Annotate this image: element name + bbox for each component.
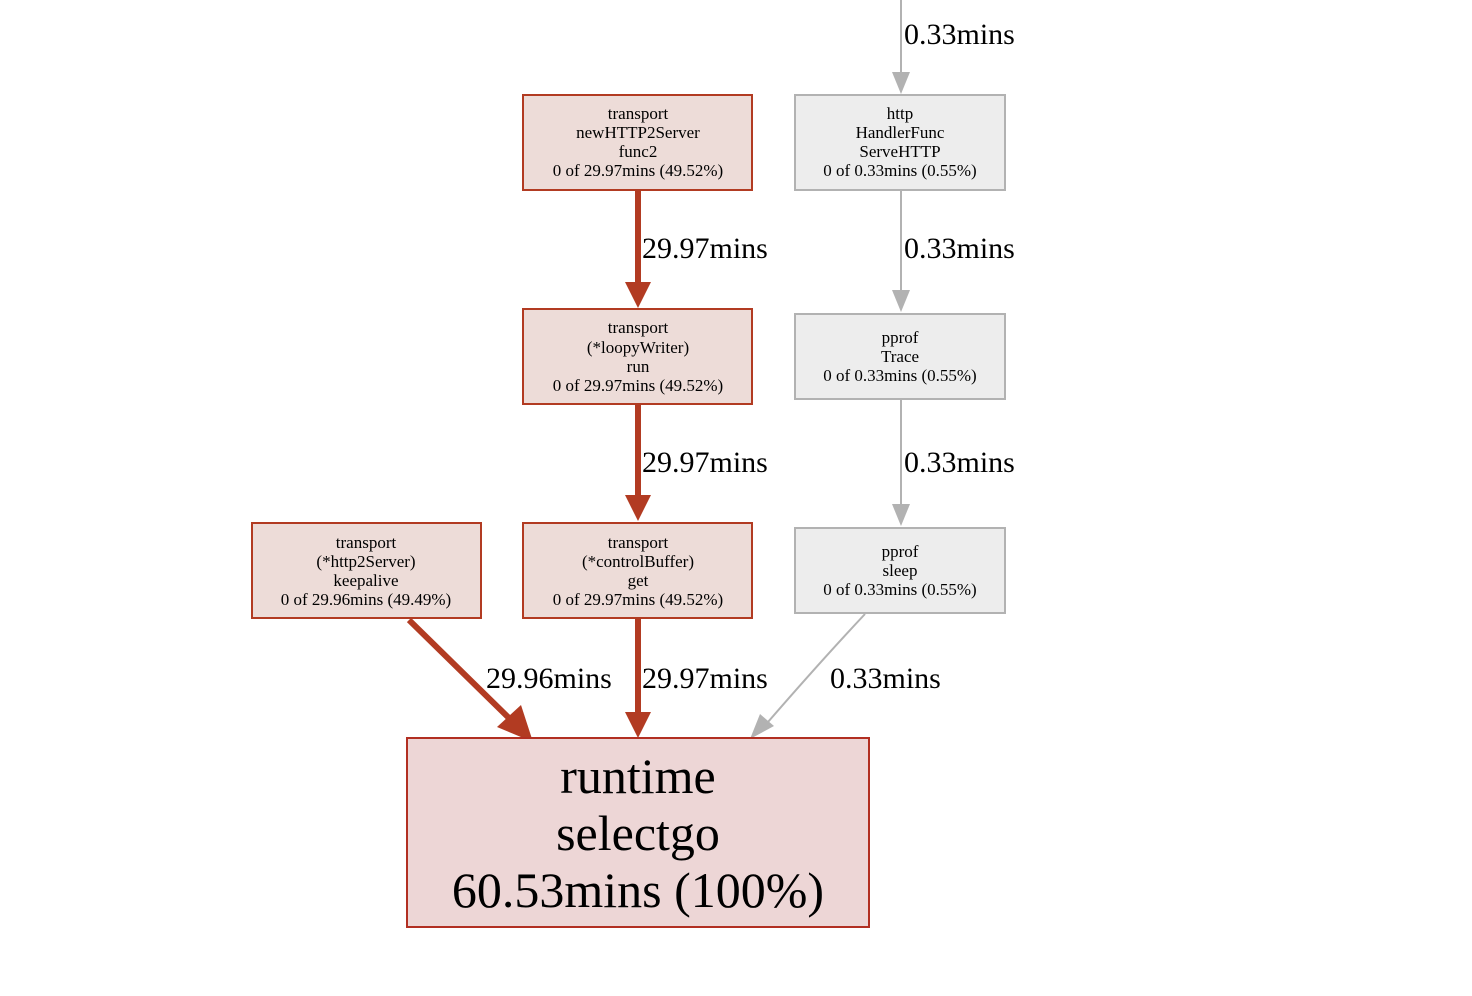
node-label-line: 0 of 29.97mins (49.52%) <box>553 161 723 180</box>
node-http2server-keepalive[interactable]: transport (*http2Server) keepalive 0 of … <box>251 522 482 619</box>
node-controlbuffer-get[interactable]: transport (*controlBuffer) get 0 of 29.9… <box>522 522 753 619</box>
node-label-line: keepalive <box>333 571 398 590</box>
node-label-line: 60.53mins (100%) <box>452 862 824 918</box>
edge-incoming-http[interactable]: 0.33mins <box>892 0 1015 94</box>
node-label-line: sleep <box>883 561 918 580</box>
node-label-line: 0 of 29.97mins (49.52%) <box>553 376 723 395</box>
node-newhttp2server-func2[interactable]: transport newHTTP2Server func2 0 of 29.9… <box>522 94 753 191</box>
node-label-line: ServeHTTP <box>859 142 940 161</box>
node-label-line: http <box>887 104 913 123</box>
edge-loopywriter-to-controlbuffer[interactable]: 29.97mins <box>625 404 768 521</box>
node-label-line: pprof <box>882 542 919 561</box>
node-label-line: 0 of 0.33mins (0.55%) <box>823 580 976 599</box>
node-label-line: transport <box>608 533 669 552</box>
node-pprof-trace[interactable]: pprof Trace 0 of 0.33mins (0.55%) <box>794 313 1006 400</box>
edge-label: 29.97mins <box>642 446 768 479</box>
edge-label: 0.33mins <box>904 18 1015 51</box>
edge-sleep-to-selectgo[interactable]: 0.33mins <box>750 613 941 739</box>
node-label-line: transport <box>608 104 669 123</box>
edge-label: 29.97mins <box>642 232 768 265</box>
edge-label: 0.33mins <box>904 446 1015 479</box>
node-label-line: Trace <box>881 347 919 366</box>
node-http-handlerfunc[interactable]: http HandlerFunc ServeHTTP 0 of 0.33mins… <box>794 94 1006 191</box>
node-label-line: transport <box>608 318 669 337</box>
node-label-line: selectgo <box>556 805 720 861</box>
node-label-line: 0 of 0.33mins (0.55%) <box>823 366 976 385</box>
node-label-line: runtime <box>560 748 716 804</box>
node-label-line: pprof <box>882 328 919 347</box>
node-loopywriter-run[interactable]: transport (*loopyWriter) run 0 of 29.97m… <box>522 308 753 405</box>
edge-label: 29.96mins <box>486 662 612 695</box>
edge-http-to-trace[interactable]: 0.33mins <box>892 190 1015 312</box>
node-label-line: (*controlBuffer) <box>582 552 694 571</box>
node-label-line: (*http2Server) <box>316 552 415 571</box>
node-label-line: 0 of 29.97mins (49.52%) <box>553 590 723 609</box>
node-label-line: 0 of 29.96mins (49.49%) <box>281 590 451 609</box>
node-label-line: get <box>628 571 649 590</box>
node-label-line: newHTTP2Server <box>576 123 700 142</box>
edge-label: 0.33mins <box>904 232 1015 265</box>
edge-label: 0.33mins <box>830 662 941 695</box>
node-label-line: (*loopyWriter) <box>587 338 689 357</box>
edge-trace-to-sleep[interactable]: 0.33mins <box>892 399 1015 526</box>
node-label-line: transport <box>336 533 397 552</box>
node-runtime-selectgo[interactable]: runtime selectgo 60.53mins (100%) <box>406 737 870 928</box>
node-label-line: func2 <box>619 142 658 161</box>
node-label-line: run <box>627 357 650 376</box>
edge-controlbuffer-to-selectgo[interactable]: 29.97mins <box>625 618 768 738</box>
node-label-line: HandlerFunc <box>856 123 945 142</box>
edge-label: 29.97mins <box>642 662 768 695</box>
node-label-line: 0 of 0.33mins (0.55%) <box>823 161 976 180</box>
edge-newhttp2server-to-loopywriter[interactable]: 29.97mins <box>625 190 768 308</box>
node-pprof-sleep[interactable]: pprof sleep 0 of 0.33mins (0.55%) <box>794 527 1006 614</box>
edge-keepalive-to-selectgo[interactable]: 29.96mins <box>406 617 612 742</box>
